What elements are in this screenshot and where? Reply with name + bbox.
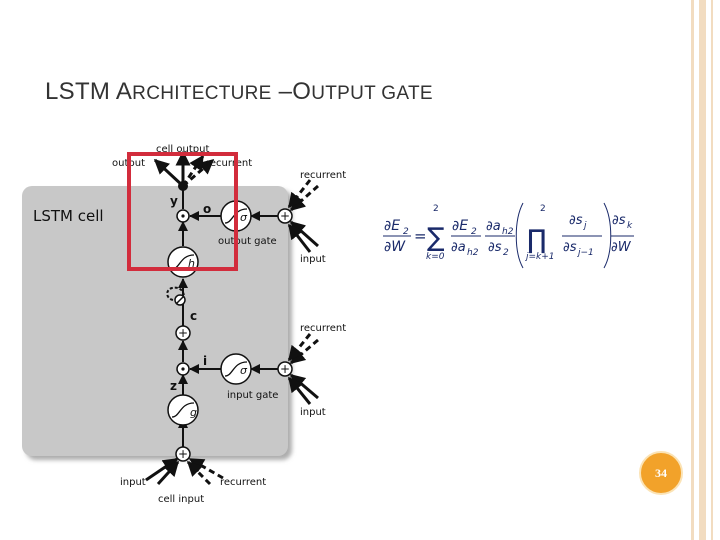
svg-text:∂E: ∂E xyxy=(384,218,400,234)
output-gate-sum-node xyxy=(277,208,293,224)
svg-text:g: g xyxy=(190,406,197,419)
label-o: o xyxy=(203,202,211,216)
lstm-cell-label: LSTM cell xyxy=(33,207,104,225)
svg-text:+: + xyxy=(280,362,290,376)
svg-text:=: = xyxy=(414,227,427,245)
label-og-input: input xyxy=(300,254,326,265)
label-cell-input: cell input xyxy=(158,494,204,505)
svg-text:2: 2 xyxy=(540,204,546,214)
svg-text:∂s: ∂s xyxy=(612,213,626,228)
g-activation-node xyxy=(167,394,199,426)
label-ig-input: input xyxy=(300,407,326,418)
svg-text:j: j xyxy=(582,221,587,231)
svg-text:∂W: ∂W xyxy=(384,239,406,255)
svg-text:∂E: ∂E xyxy=(452,218,468,234)
frame-line-inner xyxy=(699,0,706,540)
svg-text:j−1: j−1 xyxy=(576,248,594,258)
label-z: z xyxy=(170,379,177,393)
label-output-gate: output gate xyxy=(218,236,277,247)
svg-text:σ: σ xyxy=(240,211,248,224)
svg-text:h2: h2 xyxy=(502,227,514,237)
label-c: c xyxy=(190,309,197,323)
svg-text:h: h xyxy=(188,257,195,270)
input-gate-sigma-node xyxy=(220,353,252,385)
label-y: y xyxy=(170,194,178,208)
svg-text:j=k+1: j=k+1 xyxy=(524,252,555,262)
svg-text:∂s: ∂s xyxy=(563,240,577,255)
svg-text:∂W: ∂W xyxy=(611,240,632,255)
label-bottom-recurrent: recurrent xyxy=(220,477,266,488)
output-gate-highlight xyxy=(127,152,238,271)
peephole-loop-icon xyxy=(166,286,185,302)
svg-text:2: 2 xyxy=(433,204,439,214)
svg-text:k: k xyxy=(627,221,633,231)
label-cell-output: cell output xyxy=(156,144,209,155)
cell-sum-node xyxy=(175,325,191,341)
svg-text:∂a: ∂a xyxy=(486,219,501,234)
svg-text:h2: h2 xyxy=(467,248,479,258)
output-junction-dot xyxy=(178,181,188,191)
label-ig-recurrent: recurrent xyxy=(300,323,346,334)
svg-text:∂a: ∂a xyxy=(451,240,466,255)
svg-text:2: 2 xyxy=(503,248,509,258)
label-og-recurrent: recurrent xyxy=(300,170,346,181)
svg-text:∂s: ∂s xyxy=(569,213,583,228)
label-bottom-input: input xyxy=(120,477,146,488)
frame-line-outer xyxy=(691,0,694,540)
svg-text:∂s: ∂s xyxy=(488,240,502,255)
svg-text:k=0: k=0 xyxy=(426,252,445,262)
lstm-cell-box xyxy=(22,186,288,456)
label-input-gate: input gate xyxy=(227,390,278,401)
svg-text:+: + xyxy=(178,326,188,340)
page-number-badge: 34 xyxy=(639,451,683,495)
slide-title: LSTM ARCHITECTURE –OUTPUT GATE xyxy=(45,78,433,105)
label-top-recurrent: recurrent xyxy=(206,158,252,169)
frame-line-edge xyxy=(711,0,713,540)
input-gate-sum-node xyxy=(277,361,293,377)
svg-text:+: + xyxy=(280,209,290,223)
svg-text:∑: ∑ xyxy=(427,223,445,253)
svg-text:σ: σ xyxy=(240,364,248,377)
svg-text:2: 2 xyxy=(471,227,477,237)
svg-text:∏: ∏ xyxy=(527,225,547,255)
svg-text:2: 2 xyxy=(403,227,409,237)
label-i: i xyxy=(203,354,207,368)
input-sum-node xyxy=(175,446,191,462)
svg-text:+: + xyxy=(178,447,188,461)
